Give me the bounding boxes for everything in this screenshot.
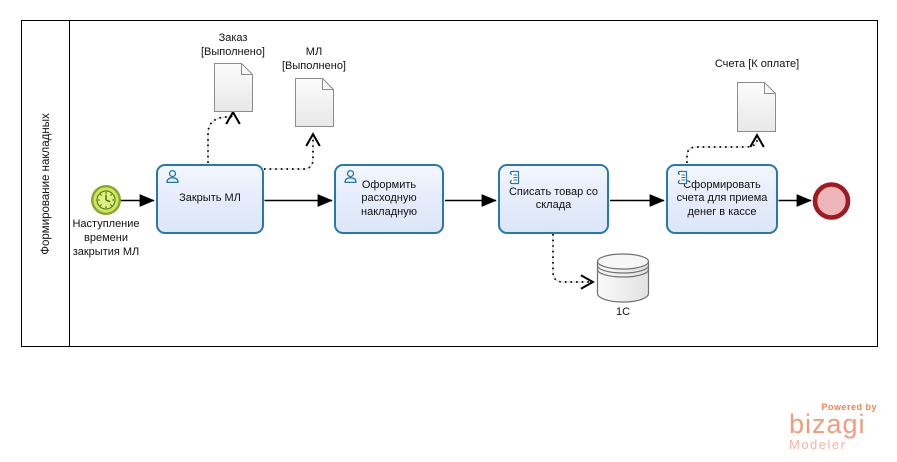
association-task1-to-doc-zakaz[interactable] (207, 110, 241, 163)
timer-icon (96, 190, 116, 210)
task-zakryt-ml[interactable]: Закрыть МЛ (156, 164, 264, 234)
data-store-label: 1С (615, 306, 631, 318)
modeler-text: Modeler (789, 437, 847, 452)
association-task1-to-doc-ml[interactable] (264, 132, 321, 170)
powered-by-text: Powered by (821, 402, 877, 412)
association-task4-to-doc-scheta[interactable] (686, 133, 765, 163)
task-label: Закрыть МЛ (179, 192, 241, 205)
task-spisat-tovar[interactable]: Списать товар со склада (498, 164, 609, 234)
task-label: Оформить расходную накладную (361, 178, 417, 218)
document-icon (214, 63, 253, 112)
task-sformirovat-scheta[interactable]: Сформировать счета для приема денег в ка… (666, 164, 778, 234)
document-icon (737, 82, 776, 132)
bizagi-watermark: Powered by bizagi Modeler (789, 402, 877, 452)
data-object-zakaz-label: Заказ [Выполнено] (201, 32, 265, 58)
script-icon (505, 169, 523, 187)
data-store-1c[interactable] (596, 253, 650, 303)
task-oformit-nakladnuyu[interactable]: Оформить расходную накладную (334, 164, 444, 234)
user-icon (163, 169, 181, 187)
pool-header[interactable]: Формирование накладных (22, 21, 70, 346)
data-object-ml[interactable] (295, 78, 334, 127)
bizagi-logo-text: bizagi (789, 409, 866, 439)
task-label: Списать товар со склада (508, 185, 599, 212)
data-object-scheta-label: Счета [К оплате] (714, 58, 800, 70)
end-event[interactable] (812, 182, 851, 220)
data-object-scheta[interactable] (737, 82, 776, 132)
task-label: Сформировать счета для приема денег в ка… (676, 178, 768, 218)
data-associations (207, 110, 765, 290)
data-object-zakaz[interactable] (214, 63, 253, 112)
script-icon (673, 169, 691, 187)
user-icon (341, 169, 359, 187)
document-icon (295, 78, 334, 127)
association-task3-to-datastore[interactable] (552, 234, 595, 290)
start-timer-event[interactable] (90, 184, 121, 215)
data-object-ml-label: МЛ [Выполнено] (282, 46, 346, 72)
start-event-label: Наступление времени закрытия МЛ (72, 218, 140, 258)
